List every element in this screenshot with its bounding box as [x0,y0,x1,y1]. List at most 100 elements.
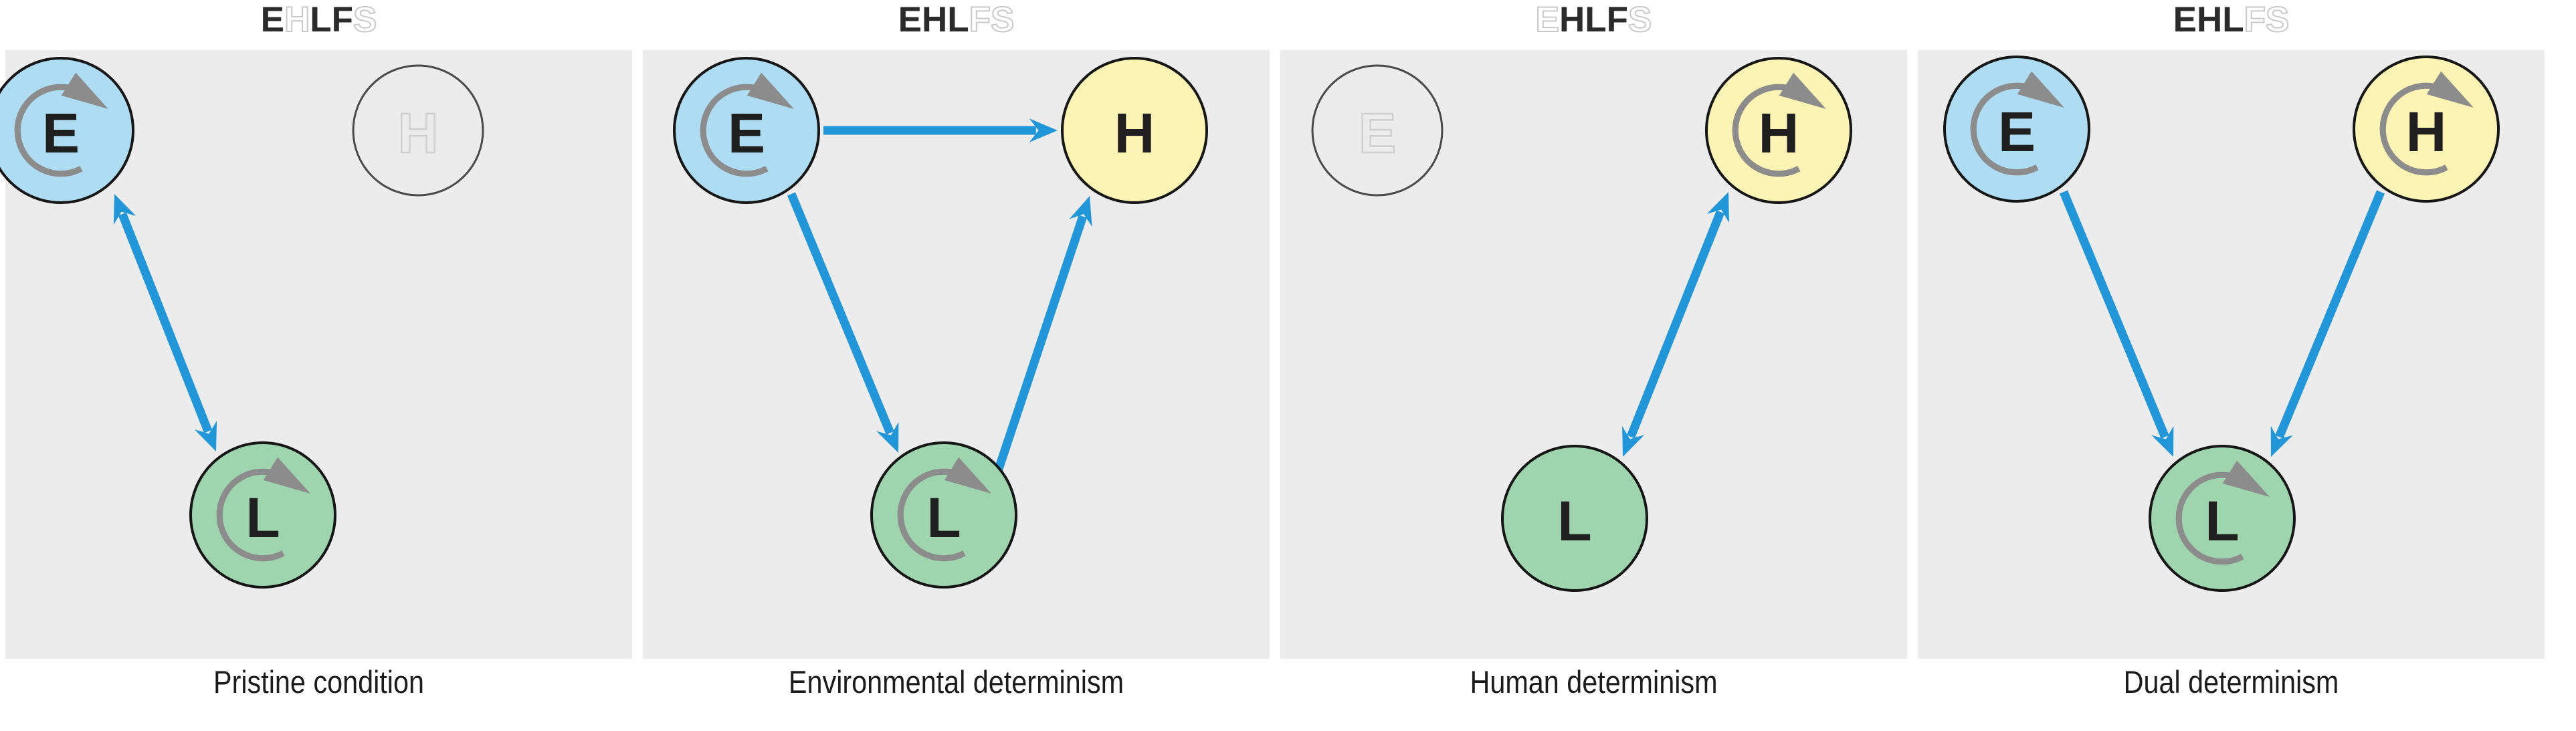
panel-caption-pristine-condition: Pristine condition [213,664,424,700]
edge-line [2059,190,2169,439]
edge-arrowhead-end [1069,196,1092,227]
panel-plot-dual-determinism: E H L [1918,50,2545,659]
feedback-loop-icon [1732,72,1826,177]
node-h[interactable]: H [1061,57,1208,204]
edge-line [989,215,1087,487]
node-circle [1943,56,2090,203]
feedback-loop-icon [216,457,310,562]
node-circle [2149,445,2296,592]
feedback-loop-arrowhead [747,72,794,109]
node-circle [1501,445,1648,592]
node-label: E [1359,102,1396,165]
node-e[interactable]: E [673,57,820,204]
node-h[interactable]: H [2353,56,2500,203]
edge-line [2275,190,2385,439]
edge-h-to-l [2270,190,2385,457]
title-letter-f-active: F [331,0,354,39]
feedback-loop-icon [1970,71,2064,176]
title-letter-l-active: L [1585,0,1607,39]
title-letter-h-inactive: H [284,0,310,40]
feedback-loop-icon [14,72,108,177]
title-letter-l-active: L [2222,0,2244,39]
title-letter-e-active: E [898,0,922,39]
feedback-loop-arc [2379,82,2451,176]
feedback-loop-icon [2379,71,2474,176]
feedback-loop-arrowhead [2222,460,2270,497]
node-circle [352,64,484,197]
panel-title-pristine-condition: EHLFS [0,0,637,48]
node-e[interactable]: E [0,57,134,204]
feedback-loop-arrowhead [2426,71,2474,108]
node-circle [1061,57,1208,204]
feedback-loop-arc [216,468,288,562]
edge-l-to-h [989,196,1092,487]
feedback-loop-arrowhead [2017,71,2064,108]
edge-arrowhead-end [2151,426,2174,457]
panel-caption-human-determinism: Human determinism [1470,664,1718,700]
panel-plot-human-determinism: E H L [1280,50,1907,659]
node-label: E [728,102,765,165]
title-letter-e-active: E [2173,0,2197,39]
feedback-loop-arc [14,84,86,177]
edge-arrowhead-end [194,421,217,451]
node-circle [2353,56,2500,203]
node-l[interactable]: L [189,441,336,589]
node-label: L [2205,490,2239,552]
feedback-loop-arc [700,84,771,177]
node-circle [189,441,336,589]
node-l[interactable]: L [1501,445,1648,592]
node-e-inactive[interactable]: E [1311,64,1444,197]
node-h[interactable]: H [1705,57,1852,204]
feedback-loop-arrowhead [61,72,108,109]
title-letter-l-active: L [310,0,332,39]
title-letter-e-inactive: E [1535,0,1560,40]
panel-caption-dual-determinism: Dual determinism [2123,664,2339,700]
diagram-canvas: E H L [1311,57,1852,592]
node-label: E [42,102,80,165]
node-label: L [926,486,961,549]
panel-title-human-determinism: EHLFS [1275,0,1912,48]
node-label: H [398,102,439,165]
feedback-loop-arc [897,468,969,562]
node-label: L [1557,490,1591,552]
edge-arrowhead-end [1029,118,1058,142]
edge-arrowhead-end [1622,426,1645,457]
node-h-inactive[interactable]: H [352,64,484,197]
title-letter-e-active: E [260,0,284,39]
diagram-canvas: E H L [673,57,1208,589]
node-e[interactable]: E [1943,56,2090,203]
feedback-loop-arrowhead [263,457,310,494]
node-label: H [1114,102,1155,165]
title-letter-s-inactive: S [353,0,377,40]
panel-caption-environmental-determinism: Environmental determinism [788,664,1124,700]
panel-plot-environmental-determinism: E H L [643,50,1270,659]
node-l[interactable]: L [2149,445,2296,592]
edge-arrowhead-start [1706,192,1729,223]
title-letter-s-inactive: S [2265,0,2290,40]
panel-plot-pristine-condition: E H L [0,50,632,659]
feedback-loop-icon [700,72,794,177]
title-letter-h-active: H [1559,0,1585,39]
node-circle [1311,64,1444,197]
edge-e-to-h [823,118,1058,142]
edge-e-to-l [113,194,217,451]
node-circle [1705,57,1852,204]
feedback-loop-arc [2175,472,2247,565]
node-circle [870,441,1017,589]
node-label: H [1759,102,1799,165]
feedback-loop-arrowhead [1779,72,1826,109]
node-label: L [245,486,280,549]
edge-e-to-l [2059,190,2174,457]
edge-line [1626,210,1725,439]
feedback-loop-arc [1732,84,1803,177]
edge-line [118,212,213,433]
panel-title-environmental-determinism: EHLFS [637,0,1275,48]
node-circle [673,57,820,204]
node-l[interactable]: L [870,441,1017,589]
feedback-loop-icon [897,457,991,562]
title-letter-h-active: H [2196,0,2223,39]
